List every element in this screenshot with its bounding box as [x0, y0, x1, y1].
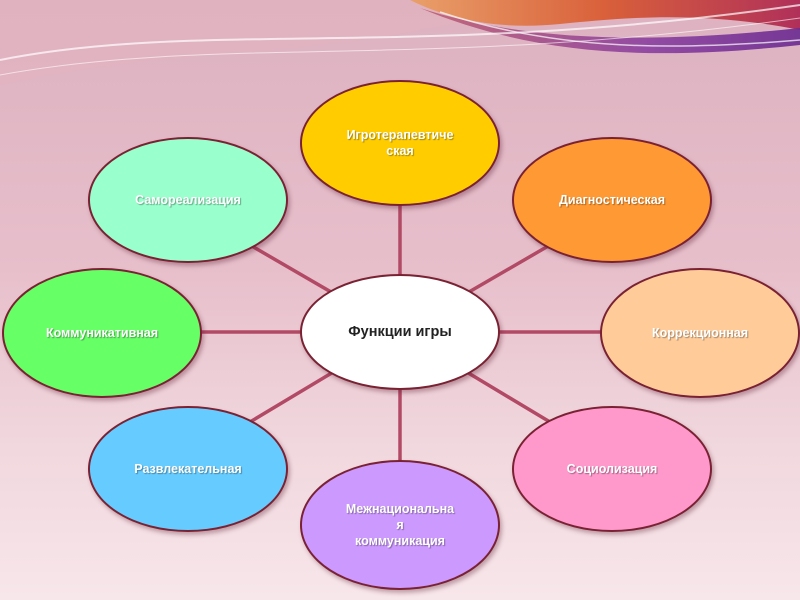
node-label: Диагностическая — [558, 192, 666, 207]
node-label: Межнациональна я коммуникация — [345, 501, 455, 549]
node-game-therapy: Игротерапевтиче ская — [300, 80, 500, 206]
node-correctional: Коррекционная — [600, 268, 800, 398]
node-diagnostic: Диагностическая — [512, 137, 712, 263]
node-label: Самореализация — [135, 192, 241, 207]
node-label: Игротерапевтиче ская — [346, 127, 454, 158]
node-interethnic-communication: Межнациональна я коммуникация — [300, 460, 500, 590]
center-label: Функции игры — [348, 323, 452, 340]
node-label: Социолизация — [566, 461, 658, 476]
node-label: Развлекательная — [134, 461, 242, 476]
node-self-realization: Самореализация — [88, 137, 288, 263]
node-socialization: Социолизация — [512, 406, 712, 532]
node-label: Коммуникативная — [45, 325, 159, 340]
node-label: Коррекционная — [651, 325, 749, 340]
node-entertainment: Развлекательная — [88, 406, 288, 532]
node-communicative: Коммуникативная — [2, 268, 202, 398]
center-node-game-functions: Функции игры — [300, 274, 500, 390]
